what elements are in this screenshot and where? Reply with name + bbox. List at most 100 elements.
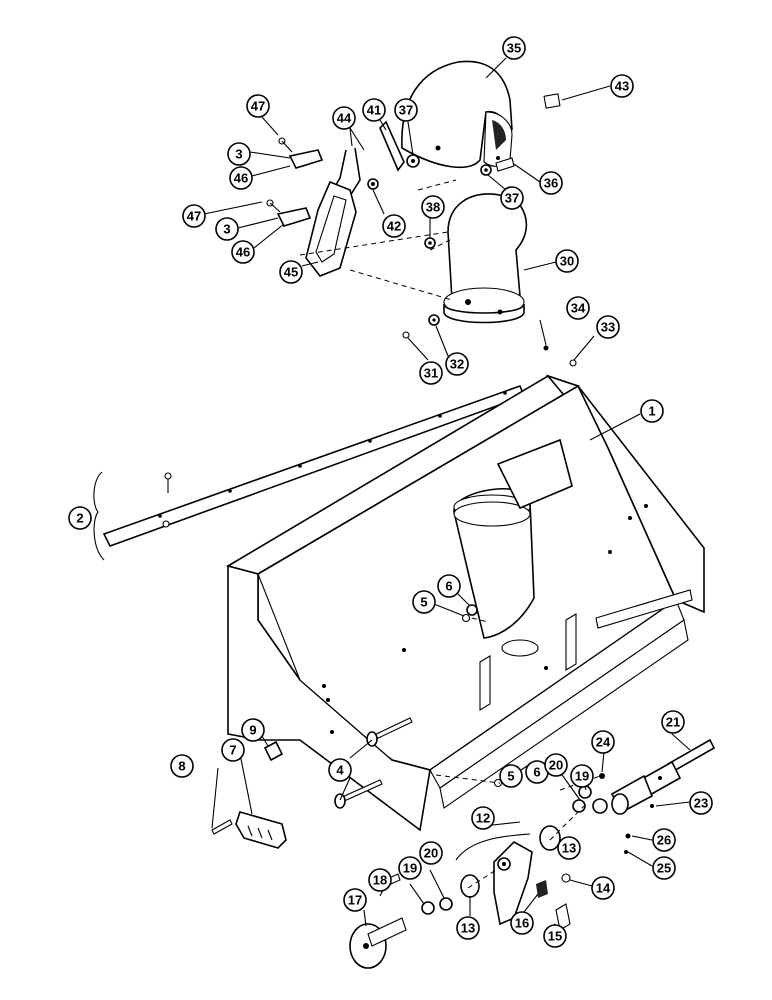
callout-43: 43 xyxy=(610,74,634,98)
part-chute-deflector-hood xyxy=(401,60,513,169)
part-washer-5a xyxy=(461,613,471,623)
part-clamps-lower xyxy=(266,199,312,227)
callout-38: 38 xyxy=(421,195,445,219)
svg-text:15: 15 xyxy=(548,929,562,944)
callout-47: 47 xyxy=(246,94,270,118)
callout-7: 7 xyxy=(221,738,245,762)
part-washer-5b xyxy=(493,778,503,788)
callout-30: 30 xyxy=(555,249,579,273)
svg-text:19: 19 xyxy=(403,861,417,876)
svg-text:23: 23 xyxy=(694,796,708,811)
part-bearing-bracket xyxy=(493,841,533,926)
svg-text:20: 20 xyxy=(424,846,438,861)
part-bearing-13a xyxy=(539,825,561,851)
svg-text:9: 9 xyxy=(249,723,256,738)
svg-text:36: 36 xyxy=(544,176,558,191)
svg-text:43: 43 xyxy=(615,79,629,94)
part-small-plate xyxy=(543,93,561,109)
part-hardware-31-34 xyxy=(402,314,577,367)
svg-text:31: 31 xyxy=(424,366,438,381)
callout-42: 42 xyxy=(382,214,406,238)
svg-text:5: 5 xyxy=(507,769,514,784)
svg-text:12: 12 xyxy=(476,811,490,826)
callout-12: 12 xyxy=(471,806,495,830)
svg-text:1: 1 xyxy=(648,404,655,419)
svg-text:38: 38 xyxy=(426,200,440,215)
callout-19: 19 xyxy=(570,764,594,788)
callout-44: 44 xyxy=(332,106,356,130)
callout-46-lower: 46 xyxy=(231,240,255,264)
svg-text:33: 33 xyxy=(601,320,615,335)
svg-text:34: 34 xyxy=(571,301,586,316)
svg-text:42: 42 xyxy=(387,219,401,234)
svg-text:17: 17 xyxy=(348,893,362,908)
svg-text:37: 37 xyxy=(505,191,519,206)
svg-text:21: 21 xyxy=(666,715,680,730)
callout-41: 41 xyxy=(362,98,386,122)
callout-34: 34 xyxy=(566,296,590,320)
svg-text:44: 44 xyxy=(337,111,352,126)
callout-24: 24 xyxy=(591,730,615,754)
callout-14: 14 xyxy=(591,876,615,900)
part-dot-23 xyxy=(650,804,654,808)
callout-20: 20 xyxy=(544,753,568,777)
svg-text:3: 3 xyxy=(235,147,242,162)
part-bearing-13b xyxy=(460,874,480,898)
leader-lines xyxy=(203,57,691,929)
callout-3-lower: 3 xyxy=(215,217,239,241)
callout-4: 4 xyxy=(328,758,352,782)
svg-text:47: 47 xyxy=(251,99,265,114)
svg-text:35: 35 xyxy=(507,41,521,56)
part-bolt-16 xyxy=(536,880,548,898)
svg-text:8: 8 xyxy=(178,759,185,774)
part-clamps-upper xyxy=(278,137,324,169)
part-nut-14 xyxy=(561,873,571,883)
part-blower-housing xyxy=(225,374,705,832)
svg-text:47: 47 xyxy=(187,209,201,224)
part-washer-19b xyxy=(421,901,435,915)
part-skid-assembly xyxy=(211,740,287,849)
svg-text:45: 45 xyxy=(284,265,298,280)
svg-text:32: 32 xyxy=(450,357,464,372)
callout-1: 1 xyxy=(640,399,664,423)
callout-13: 13 xyxy=(557,836,581,860)
callout-17: 17 xyxy=(343,888,367,912)
callout-16: 16 xyxy=(510,911,534,935)
svg-text:25: 25 xyxy=(657,861,671,876)
svg-text:16: 16 xyxy=(515,916,529,931)
svg-text:37: 37 xyxy=(399,103,413,118)
svg-text:20: 20 xyxy=(549,758,563,773)
callout-6: 6 xyxy=(437,574,461,598)
callout-9: 9 xyxy=(241,718,265,742)
callout-33: 33 xyxy=(596,315,620,339)
svg-text:46: 46 xyxy=(236,245,250,260)
svg-text:5: 5 xyxy=(420,595,427,610)
svg-text:30: 30 xyxy=(560,254,574,269)
part-washers-upper xyxy=(367,154,515,249)
callout-35: 35 xyxy=(502,36,526,60)
svg-text:13: 13 xyxy=(461,921,475,936)
svg-text:18: 18 xyxy=(373,873,387,888)
svg-text:46: 46 xyxy=(234,171,248,186)
part-carriage-bolts xyxy=(334,717,413,809)
callout-46: 46 xyxy=(229,166,253,190)
svg-text:14: 14 xyxy=(596,881,611,896)
callout-31: 31 xyxy=(419,361,443,385)
callouts: 35 43 47 44 41 37 3 46 47 3 46 45 42 38 … xyxy=(68,36,713,948)
callout-2: 2 xyxy=(68,506,92,530)
svg-text:7: 7 xyxy=(229,743,236,758)
callout-8: 8 xyxy=(170,754,194,778)
callout-32: 32 xyxy=(445,352,469,376)
callout-3: 3 xyxy=(227,142,251,166)
svg-text:4: 4 xyxy=(336,763,344,778)
callout-26: 26 xyxy=(652,828,676,852)
svg-text:3: 3 xyxy=(223,222,230,237)
callout-13-lower: 13 xyxy=(456,916,480,940)
callout-18: 18 xyxy=(368,868,392,892)
part-dot-24 xyxy=(599,773,605,779)
callout-45: 45 xyxy=(279,260,303,284)
part-dot-25 xyxy=(624,850,628,854)
callout-15: 15 xyxy=(543,924,567,948)
svg-text:26: 26 xyxy=(657,833,671,848)
